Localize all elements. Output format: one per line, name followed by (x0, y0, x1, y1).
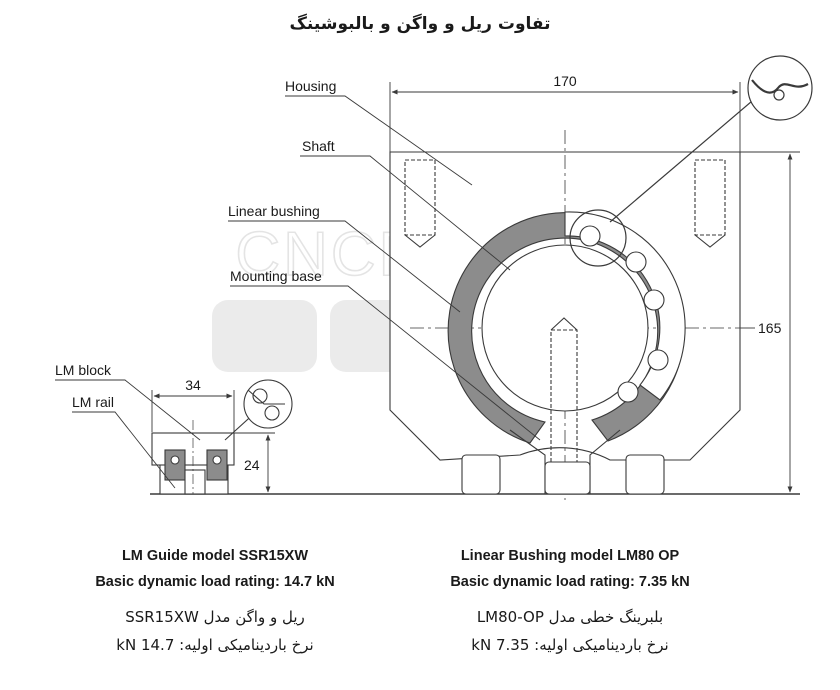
leader-lines (55, 95, 541, 489)
label-linear-bushing: Linear bushing (228, 203, 320, 219)
bushing-balls (579, 225, 669, 403)
dim-24: 24 (244, 457, 260, 473)
foot-bolt-left (461, 454, 501, 495)
lm-guide-assembly (151, 379, 293, 495)
detail-bubble-large (569, 55, 813, 267)
caption-lm-guide: LM Guide model SSR15XW Basic dynamic loa… (50, 543, 380, 659)
caption-bushing-rating-fa: نرخ باردینامیکی اولیه: 7.35 kN (471, 636, 669, 654)
page-title: تفاوت ریل و واگن و بالبوشینگ (289, 14, 551, 34)
caption-guide-model-fa: ریل و واگن مدل SSR15XW (125, 608, 305, 626)
label-mounting-base: Mounting base (230, 268, 322, 284)
label-lm-rail: LM rail (72, 394, 114, 410)
shaft (481, 244, 649, 412)
dim-34: 34 (185, 377, 201, 393)
foot-bolt-right (625, 454, 665, 495)
label-lm-block: LM block (55, 362, 112, 378)
caption-bushing-model-fa: بلبرینگ خطی مدل LM80-OP (476, 608, 664, 626)
caption-guide-model: LM Guide model SSR15XW (121, 548, 309, 564)
housing-bolt-holes (404, 159, 726, 236)
caption-bushing-model: Linear Bushing model LM80 OP (460, 548, 680, 564)
caption-guide-rating: Basic dynamic load rating: 14.7 kN (95, 574, 335, 590)
label-shaft: Shaft (302, 138, 335, 154)
caption-guide-rating-fa: نرخ باردینامیکی اولیه: 14.7 kN (116, 636, 314, 654)
dim-170: 170 (553, 73, 577, 89)
dim-165: 165 (758, 320, 782, 336)
part-labels: Housing Shaft Linear bushing Mounting ba… (55, 78, 336, 410)
ball-track (564, 211, 686, 401)
foot-bolt-center (544, 461, 591, 495)
label-housing: Housing (285, 78, 336, 94)
dimension-labels: 170 165 34 24 (185, 73, 781, 473)
dimension-lines (151, 82, 800, 493)
bushing-ring (447, 212, 685, 444)
bushing-assembly (150, 130, 800, 500)
caption-bushing-rating: Basic dynamic load rating: 7.35 kN (450, 574, 690, 590)
caption-linear-bushing: Linear Bushing model LM80 OP Basic dynam… (405, 543, 735, 659)
